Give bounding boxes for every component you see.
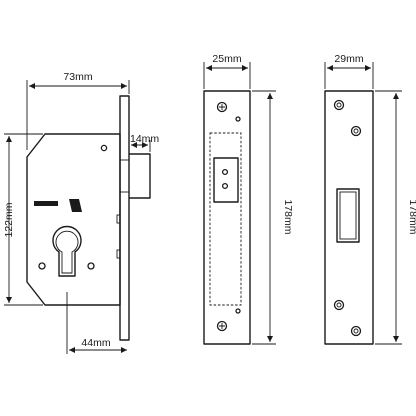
- rivet: [100, 144, 108, 152]
- case-outline-hidden: [209, 132, 242, 306]
- faceplate-tab: [116, 214, 121, 224]
- faceplate-fixing: [235, 308, 241, 314]
- screw-countersink: [336, 102, 342, 108]
- euro-cylinder-hole-inner: [55, 230, 79, 274]
- lever-slot: [34, 201, 58, 206]
- lock-case-view: 73mm 14mm 122mm 44mm: [3, 71, 159, 354]
- screw-countersink: [336, 302, 342, 308]
- screw-slot: [219, 323, 225, 329]
- dim-label-faceplate-height: 178mm: [282, 199, 294, 234]
- faceplate-edge: [119, 95, 130, 341]
- screw-slot: [219, 104, 225, 110]
- lock-case-body: [26, 133, 121, 306]
- faceplate-view: 25mm 178mm: [203, 53, 294, 345]
- screw-countersink: [353, 328, 359, 334]
- deadbolt: [129, 153, 151, 199]
- bolt-rivet: [221, 182, 229, 190]
- strike-screw: [333, 99, 345, 111]
- dim-label-strike-height: 178mm: [407, 199, 416, 234]
- dim-label-backset: 44mm: [81, 337, 110, 349]
- dim-label-deadbolt: 14mm: [130, 133, 159, 145]
- lever-detent: [69, 199, 82, 212]
- faceplate: [203, 90, 251, 345]
- strike-plate: [324, 90, 374, 345]
- screw-countersink: [353, 128, 359, 134]
- fixing-hole: [38, 262, 46, 270]
- bolt-rivet: [221, 168, 229, 176]
- strike-screw: [350, 325, 362, 337]
- strike-opening-inner: [339, 191, 357, 240]
- fixing-hole: [87, 262, 95, 270]
- dim-label-body-height: 122mm: [3, 202, 15, 237]
- faceplate-fixing: [235, 116, 241, 122]
- strike-screw: [350, 125, 362, 137]
- bolt-opening: [213, 157, 239, 203]
- strike-screw: [333, 299, 345, 311]
- dim-label-strike-width: 29mm: [334, 53, 363, 65]
- strike-plate-view: 29mm 178mm: [324, 53, 416, 345]
- dim-label-faceplate-width: 25mm: [212, 53, 241, 65]
- euro-cylinder-hole: [52, 225, 82, 277]
- strike-opening: [336, 188, 360, 243]
- deadbolt-inner: [119, 159, 130, 193]
- faceplate-tab: [116, 249, 121, 259]
- dim-label-body-width: 73mm: [63, 71, 92, 83]
